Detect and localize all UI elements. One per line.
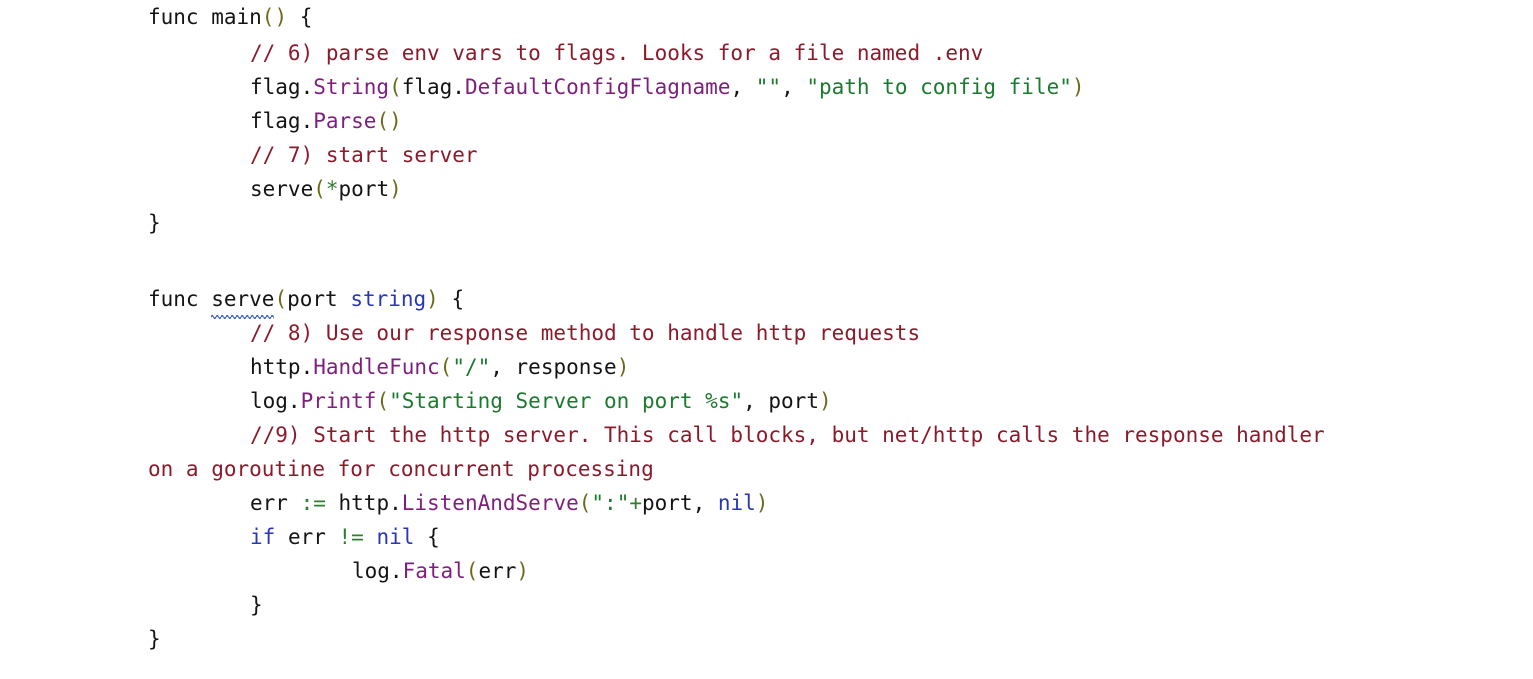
code-line-blank — [148, 240, 161, 274]
code-token-brace: { — [451, 287, 465, 311]
code-line[interactable]: // 8) Use our response method to handle … — [250, 316, 920, 350]
code-token-keyword: string — [350, 287, 427, 311]
code-token-comment: on a goroutine for concurrent processing — [148, 457, 654, 481]
code-line[interactable]: // 6) parse env vars to flags. Looks for… — [250, 36, 983, 70]
code-token-comment: // 6) parse env vars to flags. Looks for… — [250, 41, 984, 65]
code-token-paren: () — [261, 5, 288, 29]
code-token-plain — [287, 5, 300, 29]
code-token-keyword: nil — [717, 491, 756, 515]
code-line[interactable]: flag.Parse() — [250, 104, 402, 138]
code-token-plain: port, — [642, 491, 718, 515]
code-token-func: DefaultConfigFlagname — [464, 75, 731, 99]
code-token-paren: ) — [389, 177, 402, 201]
code-token-plain: log. — [352, 559, 403, 583]
code-line[interactable]: func serve(port string) { — [148, 282, 465, 319]
code-token-plain — [439, 287, 452, 311]
code-token-string: "" — [755, 75, 782, 99]
code-token-brace: { — [427, 525, 440, 549]
code-token-paren: () — [376, 109, 402, 133]
code-token-brace: } — [148, 627, 161, 651]
code-token-plain: err — [478, 559, 517, 583]
code-token-operator: != — [338, 525, 364, 549]
code-token-plain: err — [275, 525, 339, 549]
code-token-operator: * — [325, 177, 339, 201]
code-token-paren: ( — [465, 559, 479, 583]
code-token-string: "path to config file" — [806, 75, 1072, 99]
code-token-paren: ( — [578, 491, 592, 515]
code-token-operator: + — [629, 491, 642, 515]
code-line[interactable]: err := http.ListenAndServe(":"+port, nil… — [250, 486, 768, 520]
code-token-plain: port — [338, 177, 390, 201]
code-line[interactable]: if err != nil { — [250, 520, 440, 554]
code-token-func: HandleFunc — [313, 355, 440, 379]
code-line[interactable]: } — [250, 588, 263, 622]
code-token-func: Parse — [313, 109, 377, 133]
code-token-func: ListenAndServe — [401, 491, 579, 515]
code-token-comment: // 8) Use our response method to handle … — [250, 321, 921, 345]
code-token-string: "Starting Server on port %s" — [389, 389, 744, 413]
code-token-plain: , port — [743, 389, 819, 413]
code-token-paren: ) — [616, 355, 630, 379]
code-token-plain: func — [148, 287, 212, 311]
code-token-plain: http. — [325, 491, 402, 515]
code-token-plain: flag. — [401, 75, 465, 99]
code-token-paren: ) — [818, 389, 832, 413]
spellcheck-squiggle: serve — [211, 282, 275, 319]
code-token-plain: flag. — [250, 109, 314, 133]
code-token-paren: ( — [274, 287, 288, 311]
code-token-operator: := — [300, 491, 326, 515]
code-token-keyword: if — [250, 525, 276, 549]
code-line[interactable]: //9) Start the http server. This call bl… — [250, 418, 1325, 452]
code-token-plain: port — [287, 287, 351, 311]
code-token-paren: ( — [313, 177, 326, 201]
code-token-plain: , — [730, 75, 756, 99]
code-line[interactable]: } — [148, 622, 161, 656]
code-token-paren: ) — [516, 559, 530, 583]
code-line[interactable]: } — [148, 206, 161, 240]
code-token-paren: ( — [439, 355, 453, 379]
code-line[interactable]: on a goroutine for concurrent processing — [148, 452, 654, 486]
code-line[interactable]: // 7) start server — [250, 138, 478, 172]
code-token-paren: ( — [376, 389, 390, 413]
code-token-paren: ) — [1071, 75, 1085, 99]
code-token-comment: //9) Start the http server. This call bl… — [250, 423, 1325, 447]
code-token-plain: , — [781, 75, 807, 99]
code-token-string: "/" — [452, 355, 491, 379]
code-token-plain: http. — [250, 355, 314, 379]
code-token-paren: ( — [389, 75, 402, 99]
code-line[interactable]: log.Printf("Starting Server on port %s",… — [250, 384, 832, 418]
code-token-keyword: nil — [376, 525, 415, 549]
code-token-brace: { — [299, 5, 313, 29]
code-token-plain: func — [148, 5, 212, 29]
code-token-plain: log. — [250, 389, 301, 413]
code-token-brace: } — [250, 593, 263, 617]
code-token-paren: ) — [426, 287, 439, 311]
code-token-paren: ) — [755, 491, 769, 515]
code-token-string: ":" — [591, 491, 630, 515]
code-line[interactable]: log.Fatal(err) — [352, 554, 529, 588]
code-token-plain: serve — [250, 177, 314, 201]
code-line[interactable]: http.HandleFunc("/", response) — [250, 350, 629, 384]
code-token-plain: flag. — [250, 75, 314, 99]
code-token-func: Fatal — [402, 559, 466, 583]
code-token-plain: err — [250, 491, 301, 515]
code-token-plain: serve — [211, 287, 275, 311]
code-token-comment: // 7) start server — [250, 143, 478, 167]
code-line[interactable]: flag.String(flag.DefaultConfigFlagname, … — [250, 70, 1085, 104]
code-line[interactable]: func main() { — [148, 0, 312, 34]
code-token-plain — [414, 525, 427, 549]
code-line[interactable]: serve(*port) — [250, 172, 402, 206]
code-token-plain — [364, 525, 377, 549]
code-token-plain: main — [211, 5, 262, 29]
code-token-plain: , response — [490, 355, 617, 379]
code-token-func: String — [313, 75, 390, 99]
code-token-brace: } — [148, 211, 161, 235]
code-token-func: Printf — [300, 389, 377, 413]
